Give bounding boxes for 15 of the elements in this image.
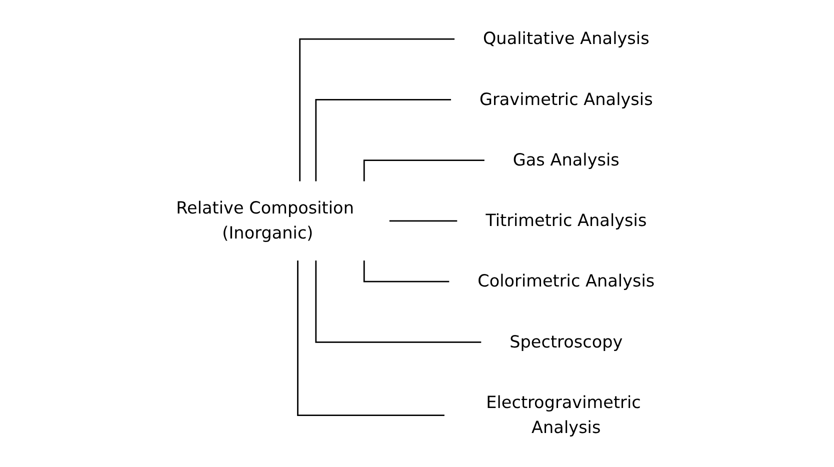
node-text: Colorimetric Analysis <box>478 272 655 292</box>
connector <box>388 220 458 222</box>
node-text: Electrogravimetric Analysis <box>486 392 641 438</box>
node-text: Titrimetric Analysis <box>486 211 647 231</box>
node-text: Qualitative Analysis <box>483 29 650 49</box>
connector <box>315 98 452 182</box>
connector <box>364 160 485 182</box>
connector <box>297 260 445 416</box>
node-text: Gas Analysis <box>512 150 620 170</box>
connector <box>299 38 456 182</box>
node-text: Relative Composition (Inorganic) <box>176 198 354 244</box>
connector <box>364 260 450 282</box>
connector <box>315 260 482 343</box>
node-text: Spectroscopy <box>510 332 623 352</box>
node-text: Gravimetric Analysis <box>480 90 653 110</box>
